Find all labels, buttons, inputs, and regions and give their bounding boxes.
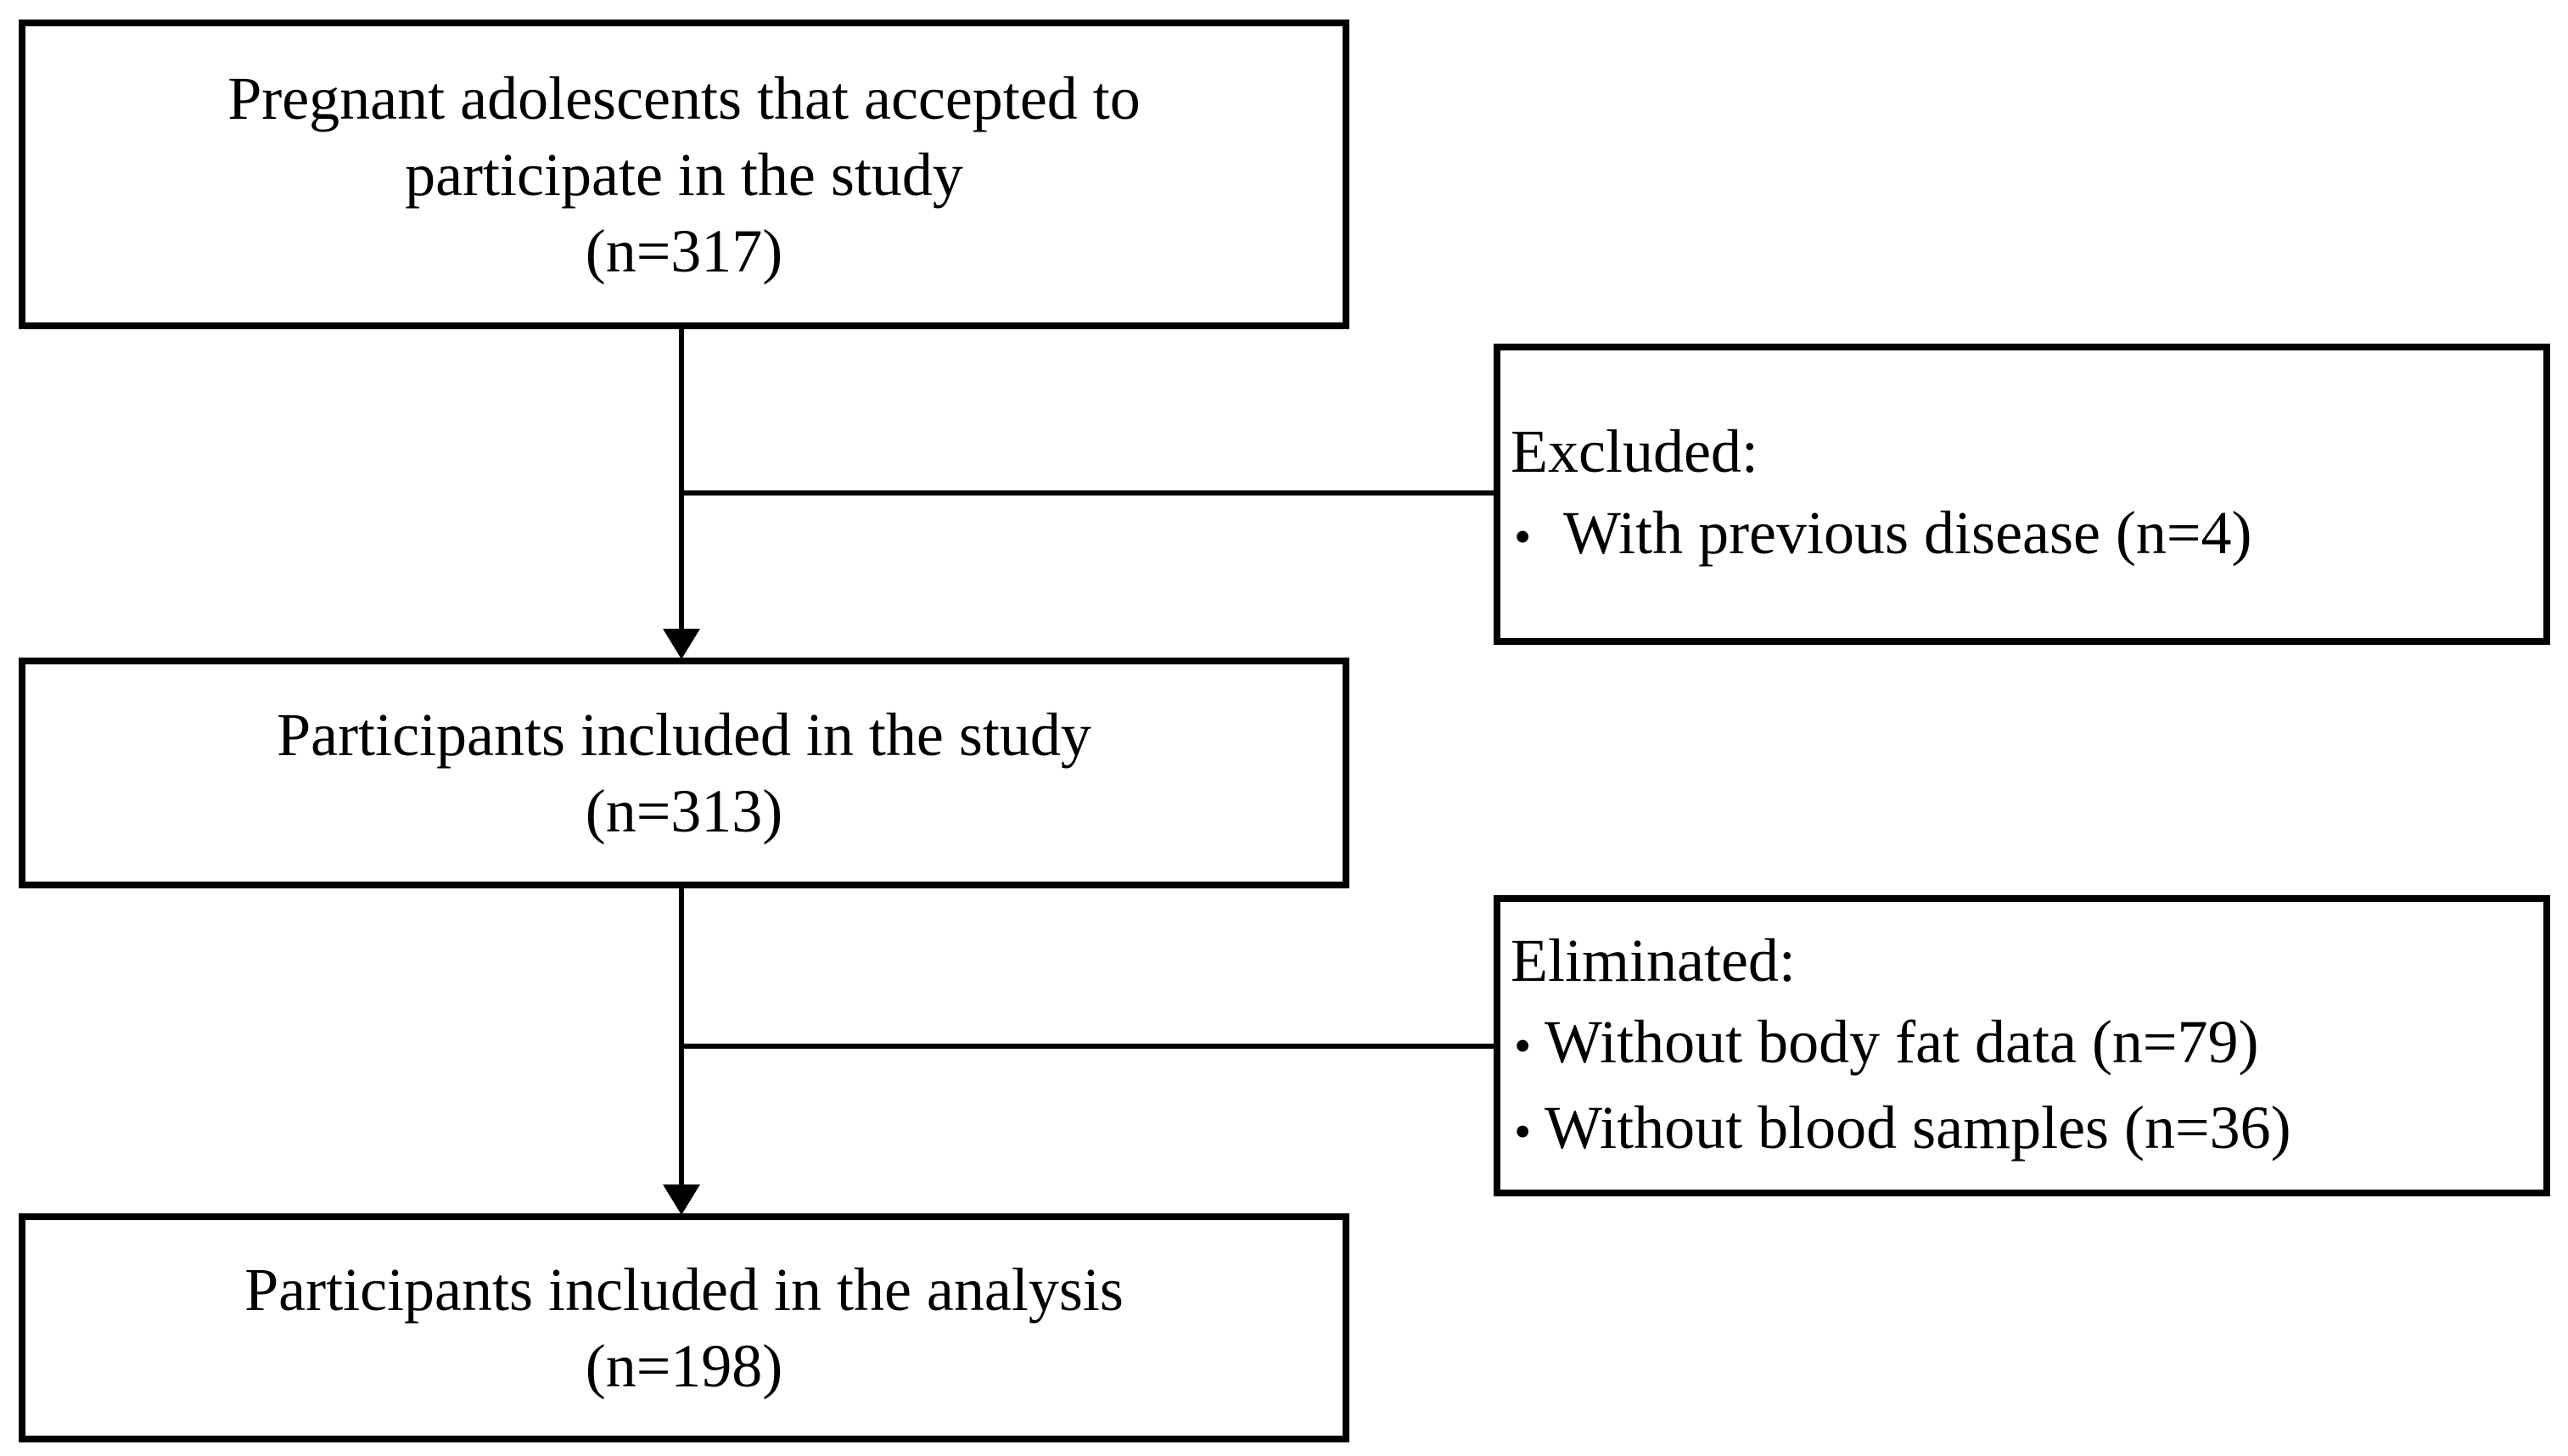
down-arrowhead-icon — [663, 629, 700, 659]
node-included-analysis-count: (n=198) — [585, 1332, 783, 1400]
node-excluded-title: Excluded: — [1511, 417, 1758, 485]
node-eliminated-item-2: • Without blood samples (n=36) — [1500, 1087, 2543, 1173]
node-eliminated-item-2-text: Without blood samples (n=36) — [1545, 1093, 2291, 1162]
node-excluded-item-1-text: With previous disease (n=4) — [1563, 499, 2252, 567]
node-included-study-line-1: Participants included in the study — [277, 701, 1091, 769]
node-excluded: Excluded: • With previous disease (n=4) — [1494, 344, 2550, 645]
node-eliminated: Eliminated: • Without body fat data (n=7… — [1494, 895, 2550, 1196]
bullet-icon: • — [1514, 1103, 1532, 1159]
node-included-study-count: (n=313) — [585, 777, 783, 845]
connector-branch-to-eliminated — [679, 1044, 1494, 1049]
connector-branch-to-excluded — [679, 490, 1494, 496]
node-enrolled-count: (n=317) — [585, 216, 783, 285]
bullet-icon: • — [1514, 1017, 1532, 1073]
node-eliminated-item-1: • Without body fat data (n=79) — [1500, 1001, 2543, 1087]
node-included-analysis-line-1: Participants included in the analysis — [244, 1256, 1124, 1324]
connector-included-study-to-analysis — [679, 888, 684, 1186]
node-excluded-item-1: • With previous disease (n=4) — [1500, 492, 2543, 578]
connector-enrolled-to-included-study — [679, 329, 684, 632]
node-included-study: Participants included in the study (n=31… — [19, 658, 1349, 888]
node-enrolled-line-2: participate in the study — [405, 140, 963, 209]
down-arrowhead-icon — [663, 1184, 700, 1215]
node-enrolled: Pregnant adolescents that accepted to pa… — [19, 20, 1349, 329]
node-eliminated-title: Eliminated: — [1511, 926, 1796, 994]
node-enrolled-line-1: Pregnant adolescents that accepted to — [227, 64, 1141, 132]
node-eliminated-item-1-text: Without body fat data (n=79) — [1545, 1007, 2259, 1076]
node-included-analysis: Participants included in the analysis (n… — [19, 1213, 1349, 1442]
bullet-icon: • — [1514, 509, 1532, 564]
